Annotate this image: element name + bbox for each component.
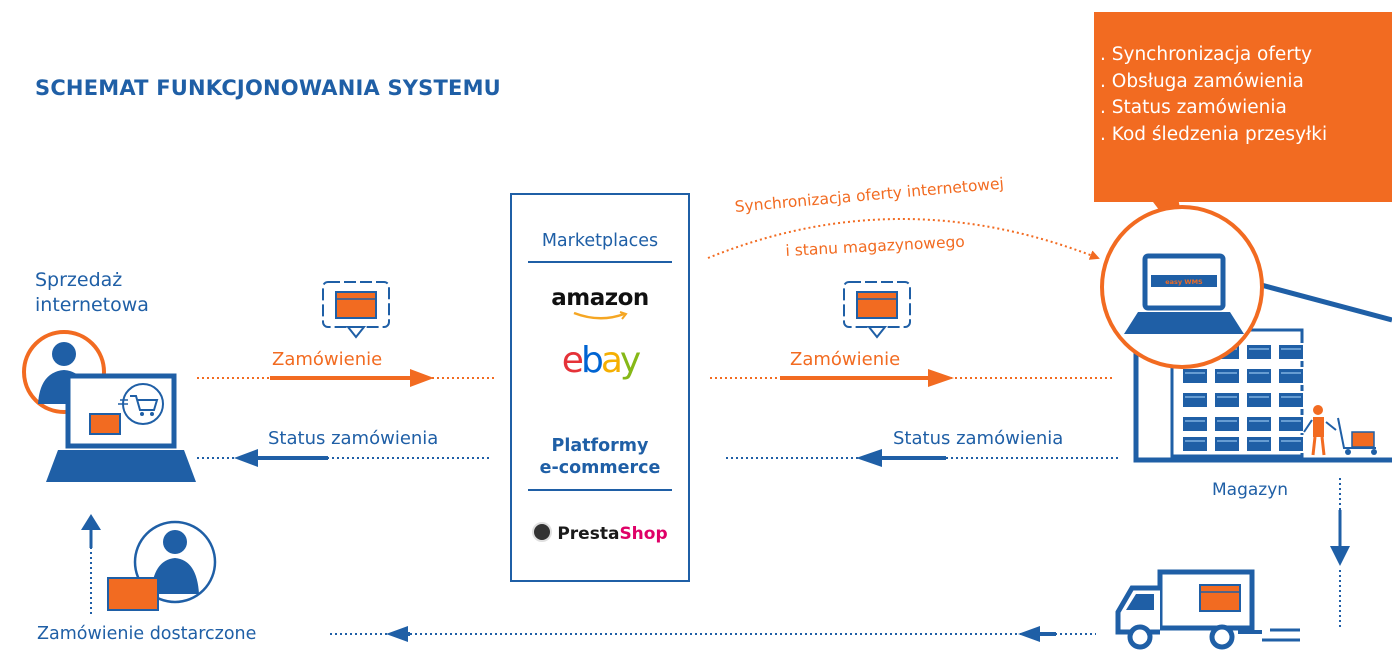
amazon-logo: amazon: [512, 285, 688, 323]
shelf-box: [1245, 367, 1273, 385]
online-sales-line1: Sprzedaż: [35, 269, 123, 291]
shelf-box: [1213, 415, 1241, 433]
online-sales-line2: internetowa: [35, 294, 149, 316]
ebay-letter: y: [619, 340, 641, 381]
truck-icon: [1115, 569, 1300, 650]
warehouse-label: Magazyn: [1212, 480, 1289, 500]
shelf-box: [1181, 391, 1209, 409]
shelf-box: [1245, 343, 1273, 361]
prestashop-wordmark-b: Shop: [619, 524, 668, 544]
feature-callout: . Synchronizacja oferty . Obsługa zamówi…: [1094, 12, 1392, 202]
shelf-box: [1277, 435, 1305, 453]
order-bubble-icon-left: [322, 281, 390, 339]
shelf-box: [1213, 435, 1241, 453]
shelf-box: [1245, 391, 1273, 409]
customer-laptop-icon: [46, 373, 196, 482]
shelf-box: [1277, 367, 1305, 385]
prestashop-wordmark-a: Presta: [557, 524, 620, 544]
customer-person-icon: [22, 330, 106, 414]
shelf-box: [1277, 343, 1305, 361]
order-bubble-icon-right: [843, 281, 911, 339]
ecommerce-platforms-heading: Platformy e-commerce: [512, 435, 688, 479]
status-label-left: Status zamówienia: [268, 428, 439, 449]
down-arrow-icon: [1330, 546, 1350, 566]
ebay-letter: b: [580, 340, 604, 381]
shelf-box: [1181, 367, 1209, 385]
delivery-person-icon: [107, 520, 217, 611]
marketplaces-divider: [528, 261, 672, 263]
feature-item: . Kod śledzenia przesyłki: [1100, 123, 1328, 145]
order-delivered-label: Zamówienie dostarczone: [37, 624, 257, 644]
marketplaces-heading: Marketplaces: [541, 231, 659, 251]
sync-curve-arrow: [707, 218, 1100, 260]
prestashop-logo: PrestaShop: [512, 522, 688, 544]
ebay-logo: ebay: [512, 341, 688, 381]
feature-item: . Obsługa zamówienia: [1100, 70, 1304, 92]
amazon-wordmark: amazon: [551, 285, 649, 311]
worker-icon: [1303, 405, 1377, 456]
status-label-right: Status zamówienia: [893, 428, 1064, 449]
amazon-smile-icon: [573, 311, 628, 320]
ebay-letter: a: [600, 340, 623, 381]
shelf-box: [1213, 391, 1241, 409]
shelf-box: [1277, 391, 1305, 409]
feature-list: . Synchronizacja oferty . Obsługa zamówi…: [1094, 12, 1392, 148]
platforms-line2: e-commerce: [539, 458, 661, 478]
shelf-box: [1277, 415, 1305, 433]
shelf-box: [1213, 367, 1241, 385]
platforms-line1: Platformy: [551, 436, 649, 456]
shelf-box: [1181, 415, 1209, 433]
order-label-left: Zamówienie: [272, 349, 383, 370]
shelf-box: [1245, 435, 1273, 453]
online-sales-label: Sprzedaż internetowa: [35, 268, 149, 318]
prestashop-penguin-icon: [532, 522, 553, 542]
feature-item: . Status zamówienia: [1100, 97, 1287, 118]
order-label-right: Zamówienie: [790, 349, 901, 370]
shelf-box: [1181, 435, 1209, 453]
up-arrow-icon: [81, 514, 101, 530]
sales-channels-box: Marketplaces amazon ebay Platformy e-com…: [510, 193, 690, 582]
feature-item: . Synchronizacja oferty: [1100, 44, 1313, 65]
ebay-letter: e: [561, 340, 584, 381]
platforms-divider: [528, 489, 672, 491]
shelf-box: [1245, 415, 1273, 433]
wms-screen-logo: easy WMS: [1165, 278, 1203, 286]
page-title: SCHEMAT FUNKCJONOWANIA SYSTEMU: [35, 76, 501, 100]
wms-laptop-icon: [1100, 205, 1264, 369]
